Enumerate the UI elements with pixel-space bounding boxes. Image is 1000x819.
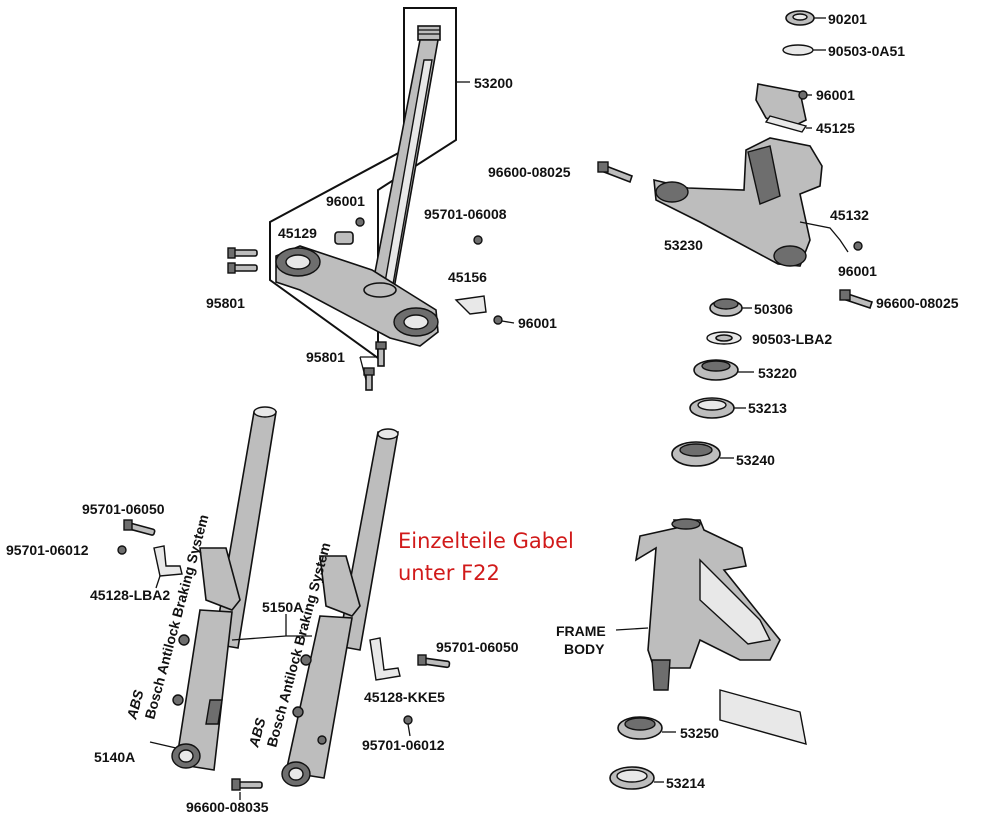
label-95701-06008: 95701-06008	[424, 206, 507, 222]
leader-frame-body	[615, 627, 649, 631]
screw-96001-a	[355, 217, 365, 227]
label-53220: 53220	[758, 365, 797, 381]
label-53230: 53230	[664, 237, 703, 253]
label-53214: 53214	[666, 775, 705, 791]
label-96001-d: 96001	[838, 263, 877, 279]
bearing-race-53214	[609, 766, 655, 790]
label-95701-06012-b: 95701-06012	[362, 737, 445, 753]
clamp-45129	[334, 231, 354, 245]
bearing-race-53213	[689, 397, 735, 419]
bracket-45125	[755, 83, 808, 133]
label-96001-c: 96001	[816, 87, 855, 103]
label-96001-b: 96001	[518, 315, 557, 331]
label-96001-a: 96001	[326, 193, 365, 209]
clip-45156	[454, 295, 487, 315]
label-5150A: 5150A	[262, 599, 303, 615]
bolt-96600-08035	[231, 778, 263, 791]
label-45125: 45125	[816, 120, 855, 136]
title-line-1: Einzelteile Gabel	[398, 529, 574, 553]
screw-96001-b	[493, 315, 503, 325]
label-frame-body-1: FRAME	[556, 623, 606, 639]
label-95801-b: 95801	[306, 349, 345, 365]
upper-fork-bridge	[653, 137, 823, 267]
bracket-45128-LBA2	[153, 545, 183, 577]
title-line-2: unter F22	[398, 561, 500, 585]
screw-95701-06008	[473, 235, 483, 245]
label-95701-06050-a: 95701-06050	[82, 501, 165, 517]
nut-50306	[709, 298, 743, 317]
bracket-45128-KKE5	[369, 637, 401, 681]
label-95701-06012-a: 95701-06012	[6, 542, 89, 558]
bolt-95701-06050-b	[417, 654, 451, 669]
label-45128-LBA2: 45128-LBA2	[90, 587, 170, 603]
bearing-53240	[671, 441, 721, 467]
label-90201: 90201	[828, 11, 867, 27]
bolts-95801-b	[363, 341, 387, 391]
screw-96001-c	[798, 90, 808, 100]
label-90503-LBA2: 90503-LBA2	[752, 331, 832, 347]
screw-95701-06012-a	[117, 545, 127, 555]
label-95701-06050-b: 95701-06050	[436, 639, 519, 655]
label-53240: 53240	[736, 452, 775, 468]
fork-leg-right	[281, 428, 399, 787]
bearing-53250	[617, 716, 663, 740]
label-frame-body-2: BODY	[564, 641, 605, 657]
screw-95701-06012-b	[403, 715, 413, 725]
label-53250: 53250	[680, 725, 719, 741]
washer-90503-0A51	[782, 44, 814, 56]
label-50306: 50306	[754, 301, 793, 317]
bolt-96600-08025-a	[597, 161, 634, 184]
label-53213: 53213	[748, 400, 787, 416]
label-96600-08025-b: 96600-08025	[876, 295, 959, 311]
bolts-95801-a	[227, 247, 258, 274]
lower-fork-bridge	[275, 245, 439, 347]
wire-45132	[799, 221, 849, 253]
label-95801-a: 95801	[206, 295, 245, 311]
screw-96001-d	[853, 241, 863, 251]
label-45129: 45129	[278, 225, 317, 241]
label-96600-08035: 96600-08035	[186, 799, 269, 815]
fork-leg-left	[171, 406, 277, 771]
bearing-53220	[693, 359, 739, 381]
label-45128-KKE5: 45128-KKE5	[364, 689, 445, 705]
abs-logo-left: ABS	[123, 687, 147, 721]
bolt-96600-08025-b	[839, 289, 874, 310]
frame-body	[634, 518, 807, 745]
bolt-95701-06050-a	[123, 519, 156, 536]
label-45156: 45156	[448, 269, 487, 285]
label-53200: 53200	[474, 75, 513, 91]
label-90503-0A51: 90503-0A51	[828, 43, 905, 59]
label-5140A: 5140A	[94, 749, 135, 765]
label-45132: 45132	[830, 207, 869, 223]
abs-logo-right: ABS	[245, 715, 269, 749]
label-96600-08025-a: 96600-08025	[488, 164, 571, 180]
